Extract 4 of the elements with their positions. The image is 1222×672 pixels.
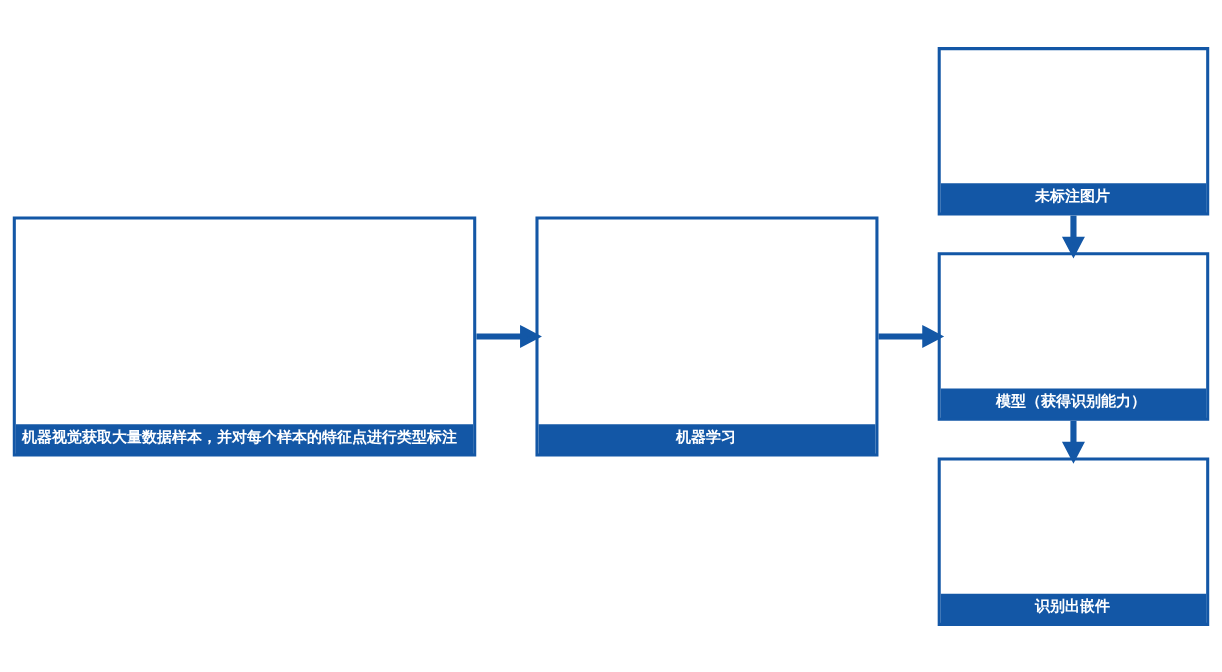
arrow bbox=[878, 324, 945, 348]
arrow bbox=[1061, 215, 1085, 259]
arrow bbox=[1061, 420, 1085, 464]
arrow bbox=[476, 324, 542, 348]
